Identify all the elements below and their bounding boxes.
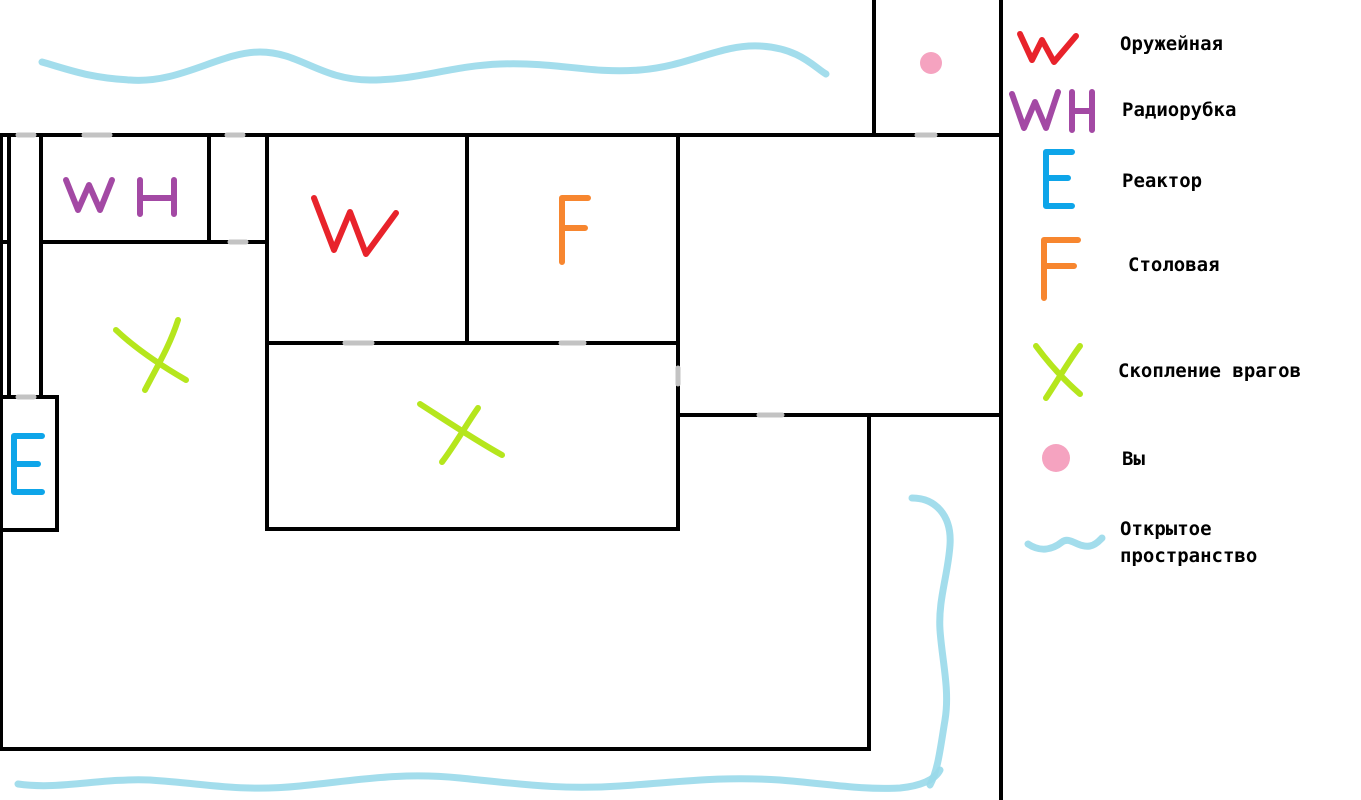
legend-open-space-label-2: пространство	[1120, 545, 1257, 567]
legend-armory-label: Оружейная	[1120, 33, 1223, 55]
radio-room-marker	[63, 177, 177, 217]
legend-reactor-icon	[1043, 149, 1075, 209]
enemy-cluster-marker-1	[113, 317, 189, 393]
legend-enemy-icon	[1033, 343, 1083, 401]
canteen-marker	[559, 195, 591, 265]
legend-canteen-label: Столовая	[1128, 254, 1220, 276]
legend-armory-icon	[1017, 31, 1079, 65]
legend-reactor-label: Реактор	[1122, 170, 1202, 192]
legend: Оружейная Радиорубка Реактор Столовая Ск…	[1009, 31, 1301, 567]
open-space-wave-bottom	[14, 766, 944, 792]
legend-enemy-label: Скопление врагов	[1118, 360, 1301, 382]
legend-radio-room-label: Радиорубка	[1122, 99, 1236, 121]
legend-canteen-icon	[1041, 237, 1081, 301]
open-space-wave-right	[908, 494, 954, 789]
reactor-marker	[11, 433, 45, 495]
armory-marker	[311, 195, 399, 257]
legend-you-label: Вы	[1122, 448, 1145, 470]
you-marker	[920, 52, 942, 74]
legend-radio-room-icon	[1009, 89, 1095, 133]
open-space-wave-top	[38, 42, 830, 84]
legend-open-space-label-1: Открытое	[1120, 518, 1212, 540]
legend-open-space-icon	[1024, 534, 1106, 553]
enemy-cluster-marker-2	[417, 401, 505, 465]
legend-you-icon	[1042, 444, 1070, 472]
